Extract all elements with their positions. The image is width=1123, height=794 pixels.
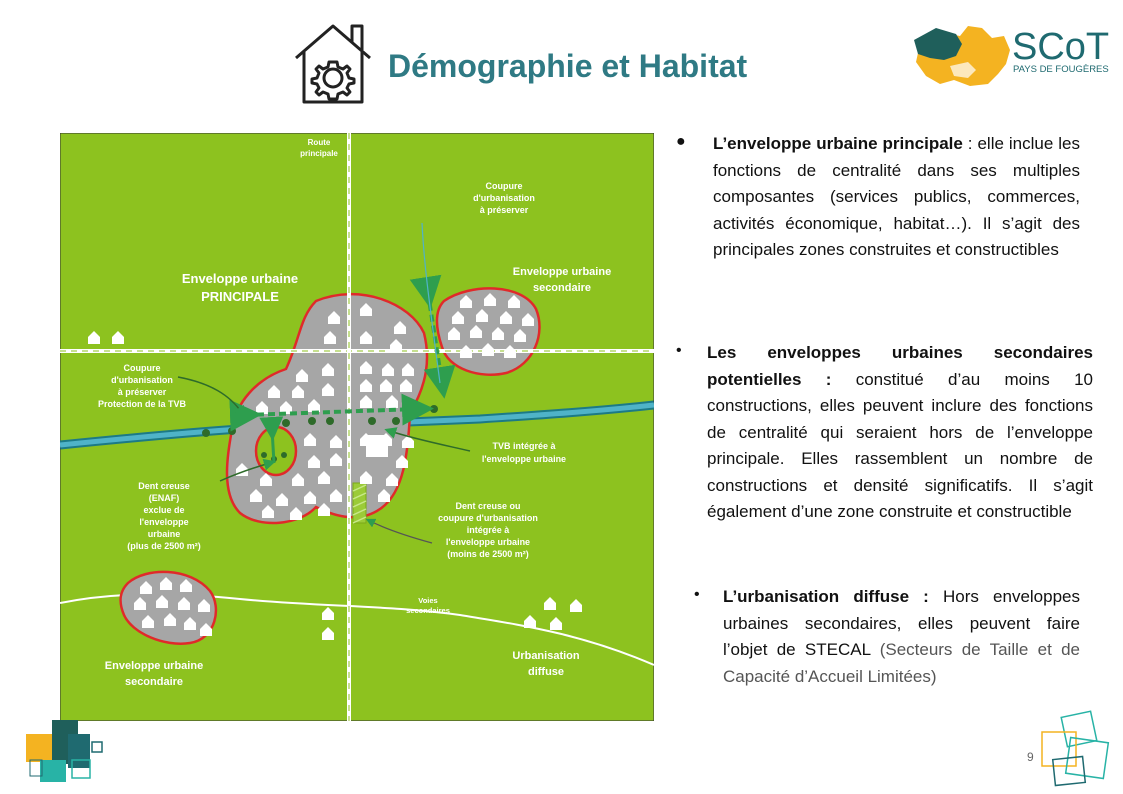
logo-name: SCoT (1012, 26, 1110, 68)
logo-subtitle: PAYS DE FOUGÈRES (1013, 64, 1109, 75)
bullet-text: constitué d’au moins 10 constructions, e… (707, 369, 1093, 522)
bullet-title: L’enveloppe urbaine principale (713, 134, 963, 153)
label-voies: secondaires (406, 606, 450, 615)
label-coupure-top: d'urbanisation (473, 193, 535, 203)
label-env-sec-right: Enveloppe urbaine (513, 266, 611, 278)
label-env-sec-right: secondaire (533, 282, 591, 294)
bullet-title: Les enveloppes urbaines secondaires pote… (707, 343, 1093, 389)
label-coupure-tvb: Protection de la TVB (98, 399, 187, 409)
bullet-text: Hors enveloppes urbaines secondaires, el… (723, 587, 1080, 659)
label-dent-enaf: l'enveloppe (139, 517, 188, 527)
label-route: Route (308, 138, 331, 147)
bullet-title: L’urbanisation diffuse : (723, 587, 929, 606)
label-dent-enaf: Dent creuse (138, 481, 190, 491)
bullet-envelope-principale: L’enveloppe urbaine principale : elle in… (713, 131, 1080, 264)
label-tvb: TVB intégrée à (492, 441, 556, 451)
label-dent-enaf: exclue de (143, 505, 184, 515)
label-dent-enaf: (ENAF) (149, 493, 180, 503)
label-env-principale: PRINCIPALE (201, 289, 279, 304)
label-urb-diffuse: Urbanisation (512, 650, 580, 662)
label-dent-integree: intégrée à (467, 525, 511, 535)
label-coupure-top: Coupure (486, 181, 523, 191)
scot-logo (914, 26, 1010, 86)
label-coupure-tvb: à préserver (118, 387, 167, 397)
page-number: 9 (1027, 750, 1034, 764)
urban-envelope-diagram: Route principale Coupure d'urbanisation … (60, 133, 654, 721)
bullet-dot: • (676, 342, 682, 359)
bullet-envelopes-secondaires: Les enveloppes urbaines secondaires pote… (707, 340, 1093, 526)
label-dent-integree: l'enveloppe urbaine (446, 537, 530, 547)
decorative-squares-left (26, 720, 103, 782)
label-dent-integree: Dent creuse ou (455, 501, 520, 511)
label-dent-enaf: (plus de 2500 m²) (127, 541, 201, 551)
page-title: Démographie et Habitat (388, 48, 748, 84)
label-env-sec-left: Enveloppe urbaine (105, 660, 203, 672)
bullet-note: (Secteurs de Taille et de Capacité d’Acc… (723, 640, 1080, 686)
bullet-dot: • (694, 586, 700, 603)
label-dent-integree: (moins de 2500 m²) (447, 549, 529, 559)
bullet-dot: ● (676, 133, 686, 150)
label-coupure-tvb: Coupure (124, 363, 161, 373)
decorative-squares-right (1041, 710, 1110, 787)
label-tvb: l'enveloppe urbaine (482, 454, 566, 464)
label-dent-integree: coupure d'urbanisation (438, 513, 538, 523)
bullet-text: : elle inclue les fonctions de centralit… (713, 134, 1080, 259)
bullet-urbanisation-diffuse: L’urbanisation diffuse : Hors enveloppes… (723, 584, 1080, 690)
label-env-sec-left: secondaire (125, 676, 183, 688)
label-urb-diffuse: diffuse (528, 666, 564, 678)
label-coupure-tvb: d'urbanisation (111, 375, 173, 385)
label-coupure-top: à préserver (480, 205, 529, 215)
label-voies: Voies (418, 596, 437, 605)
house-gear-icon (295, 24, 371, 104)
label-env-principale: Enveloppe urbaine (182, 271, 298, 286)
label-dent-enaf: urbaine (148, 529, 181, 539)
label-route: principale (300, 149, 338, 158)
